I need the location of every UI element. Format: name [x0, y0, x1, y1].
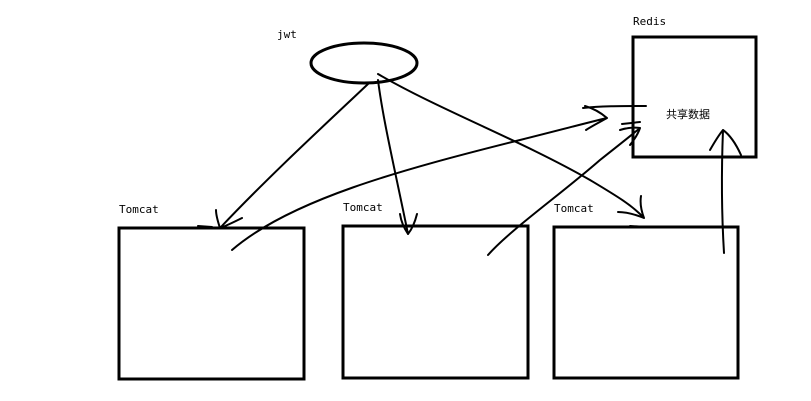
arrow-jwt-to-tomcat-3 [377, 73, 648, 228]
jwt-node: jwt [277, 28, 419, 85]
tomcat-node-3: Tomcat [552, 202, 740, 380]
redis-box [631, 35, 758, 159]
tomcat-box-2 [341, 224, 530, 380]
redis-content: 共享数据 [666, 107, 710, 121]
redis-label: Redis [633, 15, 666, 28]
tomcat-node-2: Tomcat [341, 201, 530, 380]
arrow-jwt-to-tomcat-1 [197, 83, 369, 229]
jwt-ellipse [309, 41, 419, 85]
tomcat-label-1: Tomcat [119, 203, 159, 216]
arrow-tomcat-2-to-redis [487, 126, 641, 256]
tomcat-box-3 [552, 225, 740, 380]
arrow-tomcat-1-to-redis [231, 105, 647, 251]
tomcat-node-1: Tomcat [117, 203, 306, 381]
tomcat-box-1 [117, 226, 306, 381]
tomcat-label-2: Tomcat [343, 201, 383, 214]
jwt-label: jwt [277, 28, 297, 41]
arrow-tomcat-3-to-redis [709, 129, 742, 254]
tomcat-label-3: Tomcat [554, 202, 594, 215]
arrow-jwt-to-tomcat-2 [377, 79, 437, 235]
redis-node: Redis 共享数据 [631, 15, 758, 159]
